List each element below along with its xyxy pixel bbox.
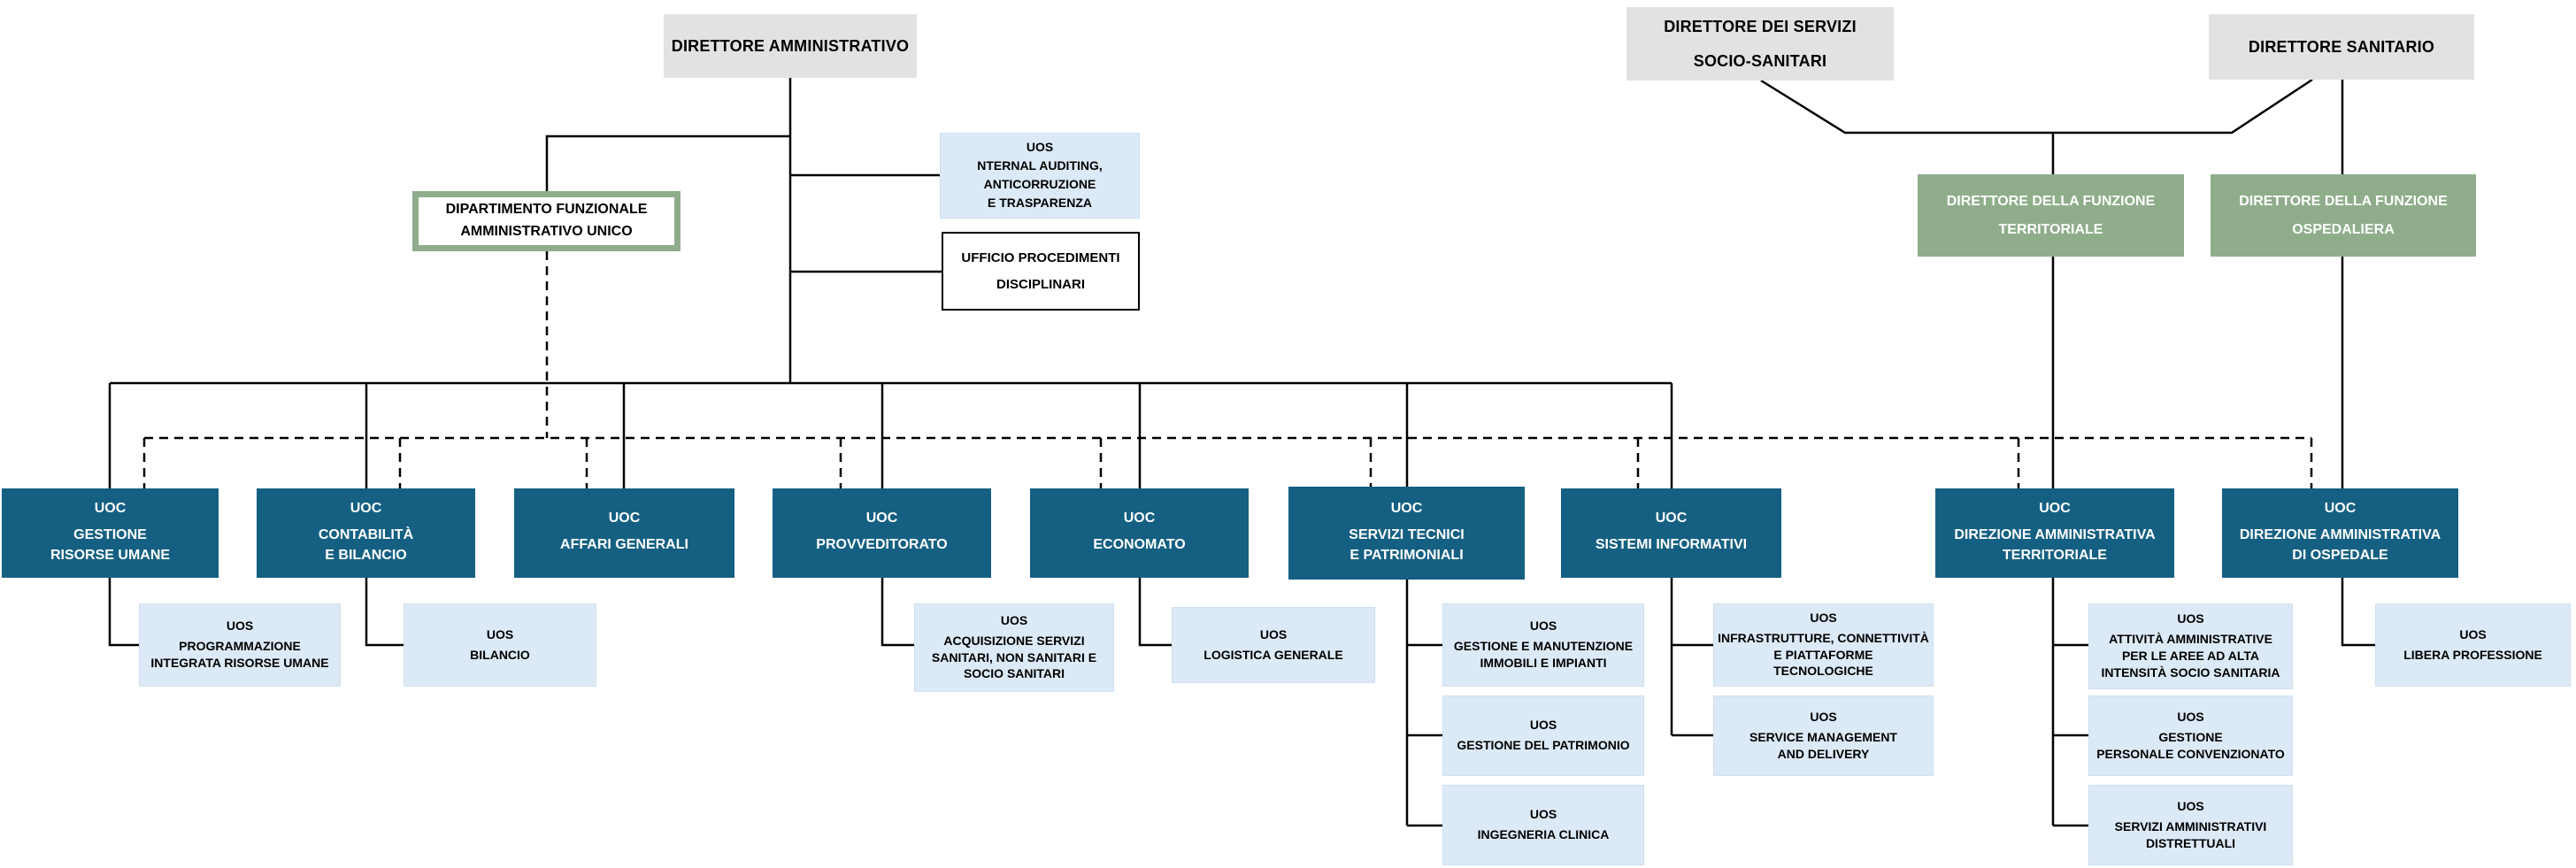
node-type-label: UOS [1000,612,1028,627]
node-type-label: UOS [1259,626,1288,641]
node-uoc-affari-generali: UOC AFFARI GENERALI [514,488,734,578]
node-type-label: UOS [226,618,254,634]
node-label: DIRETTORE DELLA FUNZIONE TERRITORIALE [1946,193,2156,237]
node-uos-gestione-personale-convenzionato: UOS GESTIONE PERSONALE CONVENZIONATO [2088,695,2293,776]
node-name-label: DIREZIONE AMMINISTRATIVA TERRITORIALE [1954,526,2156,563]
node-name-label: GESTIONE RISORSE UMANE [50,526,171,563]
node-label: DIPARTIMENTO FUNZIONALE AMMINISTRATIVO U… [445,202,648,239]
node-uoc-gestione-risorse-umane: UOC GESTIONE RISORSE UMANE [2,488,219,578]
node-type-label: UOS [486,626,514,641]
node-direttore-amministrativo: DIRETTORE AMMINISTRATIVO [664,14,917,78]
node-name-label: LOGISTICA GENERALE [1203,647,1343,662]
node-type-label: UOC [865,511,898,526]
node-name-label: NTERNAL AUDITING, ANTICORRUZIONE E TRASP… [977,157,1103,210]
node-type-label: UOS [1026,139,1054,154]
node-name-label: SERVICE MANAGEMENT AND DELIVERY [1749,729,1897,761]
node-type-label: UOS [2459,626,2487,641]
node-uos-ingegneria-clinica: UOS INGEGNERIA CLINICA [1442,785,1644,865]
node-type-label: UOS [1810,610,1837,625]
node-type-label: UOS [2177,709,2204,724]
node-label: DIRETTORE AMMINISTRATIVO [671,36,910,55]
node-label: DIRETTORE DEI SERVIZI SOCIO-SANITARI [1664,17,1857,70]
node-label: DIRETTORE DELLA FUNZIONE OSPEDALIERA [2239,193,2448,237]
node-uos-bilancio: UOS BILANCIO [404,603,596,687]
node-label: UFFICIO PROCEDIMENTI DISCIPLINARI [961,250,1120,292]
dashed-connectors [142,251,2313,488]
node-label: DIRETTORE SANITARIO [2248,37,2435,56]
node-uos-infrastrutture-connettivita: UOS INFRASTRUTTURE, CONNETTIVITÀ E PIATT… [1713,603,1934,687]
node-name-label: GESTIONE DEL PATRIMONIO [1457,738,1630,753]
node-type-label: UOC [94,500,127,516]
node-name-label: ACQUISIZIONE SERVIZI SANITARI, NON SANIT… [931,633,1097,681]
node-uoc-economato: UOC ECONOMATO [1030,488,1249,578]
node-direttore-funzione-territoriale: DIRETTORE DELLA FUNZIONE TERRITORIALE [1918,174,2184,257]
node-type-label: UOC [2039,500,2071,516]
node-type-label: UOS [1529,807,1557,822]
node-name-label: PROGRAMMAZIONE INTEGRATA RISORSE UMANE [150,639,329,670]
node-direttore-servizi-socio-sanitari: DIRETTORE DEI SERVIZI SOCIO-SANITARI [1626,7,1894,81]
node-uos-logistica-generale: UOS LOGISTICA GENERALE [1172,607,1375,683]
node-uos-gestione-del-patrimonio: UOS GESTIONE DEL PATRIMONIO [1442,695,1644,776]
node-dipartimento-funzionale-amministrativo-unico: DIPARTIMENTO FUNZIONALE AMMINISTRATIVO U… [412,191,681,251]
node-uos-programmazione-integrata-risorse-umane: UOS PROGRAMMAZIONE INTEGRATA RISORSE UMA… [139,603,341,687]
node-type-label: UOC [1123,511,1156,526]
node-type-label: UOC [350,500,382,516]
node-uos-acquisizione-servizi: UOS ACQUISIZIONE SERVIZI SANITARI, NON S… [914,603,1114,692]
solid-connectors [108,78,2375,827]
node-uos-libera-professione: UOS LIBERA PROFESSIONE [2375,603,2571,687]
node-uoc-direzione-amministrativa-territoriale: UOC DIREZIONE AMMINISTRATIVA TERRITORIAL… [1935,488,2174,578]
node-type-label: UOC [1655,511,1688,526]
node-type-label: UOS [1810,709,1837,724]
node-direttore-sanitario: DIRETTORE SANITARIO [2209,14,2474,80]
node-name-label: SERVIZI TECNICI E PATRIMONIALI [1349,526,1465,563]
node-uos-servizi-amministrativi-distrettuali: UOS SERVIZI AMMINISTRATIVI DISTRETTUALI [2088,785,2293,865]
node-name-label: DIREZIONE AMMINISTRATIVA DI OSPEDALE [2239,526,2441,563]
node-type-label: UOC [2324,500,2357,516]
node-uoc-direzione-amministrativa-di-ospedale: UOC DIREZIONE AMMINISTRATIVA DI OSPEDALE [2222,488,2458,578]
node-uoc-provveditorato: UOC PROVVEDITORATO [773,488,991,578]
node-type-label: UOC [1390,500,1423,516]
node-name-label: GESTIONE E MANUTENZIONE IMMOBILI E IMPIA… [1453,639,1634,670]
node-uos-service-management-and-delivery: UOS SERVICE MANAGEMENT AND DELIVERY [1713,695,1934,776]
node-name-label: SISTEMI INFORMATIVI [1595,537,1748,553]
node-type-label: UOS [2177,798,2204,813]
node-name-label: SERVIZI AMMINISTRATIVI DISTRETTUALI [2114,818,2267,850]
node-direttore-funzione-ospedaliera: DIRETTORE DELLA FUNZIONE OSPEDALIERA [2211,174,2476,257]
node-name-label: GESTIONE PERSONALE CONVENZIONATO [2096,729,2285,761]
node-name-label: AFFARI GENERALI [560,537,688,553]
node-type-label: UOS [1529,718,1557,733]
node-type-label: UOS [1529,618,1557,634]
node-name-label: ATTIVITÀ AMMINISTRATIVE PER LE AREE AD A… [2101,632,2280,680]
node-name-label: ECONOMATO [1093,537,1186,553]
node-type-label: UOC [608,511,641,526]
node-uoc-sistemi-informativi: UOC SISTEMI INFORMATIVI [1561,488,1781,578]
node-uoc-contabilita-e-bilancio: UOC CONTABILITÀ E BILANCIO [257,488,475,578]
node-name-label: PROVVEDITORATO [816,537,948,553]
node-uoc-servizi-tecnici-e-patrimoniali: UOC SERVIZI TECNICI E PATRIMONIALI [1288,487,1525,580]
node-uos-attivita-amministrative-alta-intensita: UOS ATTIVITÀ AMMINISTRATIVE PER LE AREE … [2088,603,2293,689]
node-name-label: INGEGNERIA CLINICA [1477,827,1610,842]
node-uos-internal-auditing: UOS NTERNAL AUDITING, ANTICORRUZIONE E T… [940,133,1140,219]
node-name-label: CONTABILITÀ E BILANCIO [318,526,414,563]
node-uos-gestione-e-manutenzione-immobili-e-impianti: UOS GESTIONE E MANUTENZIONE IMMOBILI E I… [1442,603,1644,687]
node-name-label: INFRASTRUTTURE, CONNETTIVITÀ E PIATTAFOR… [1718,630,1929,679]
node-name-label: LIBERA PROFESSIONE [2403,647,2542,662]
node-name-label: BILANCIO [470,647,530,662]
node-type-label: UOS [2177,611,2204,626]
node-ufficio-procedimenti-disciplinari: UFFICIO PROCEDIMENTI DISCIPLINARI [942,232,1140,311]
